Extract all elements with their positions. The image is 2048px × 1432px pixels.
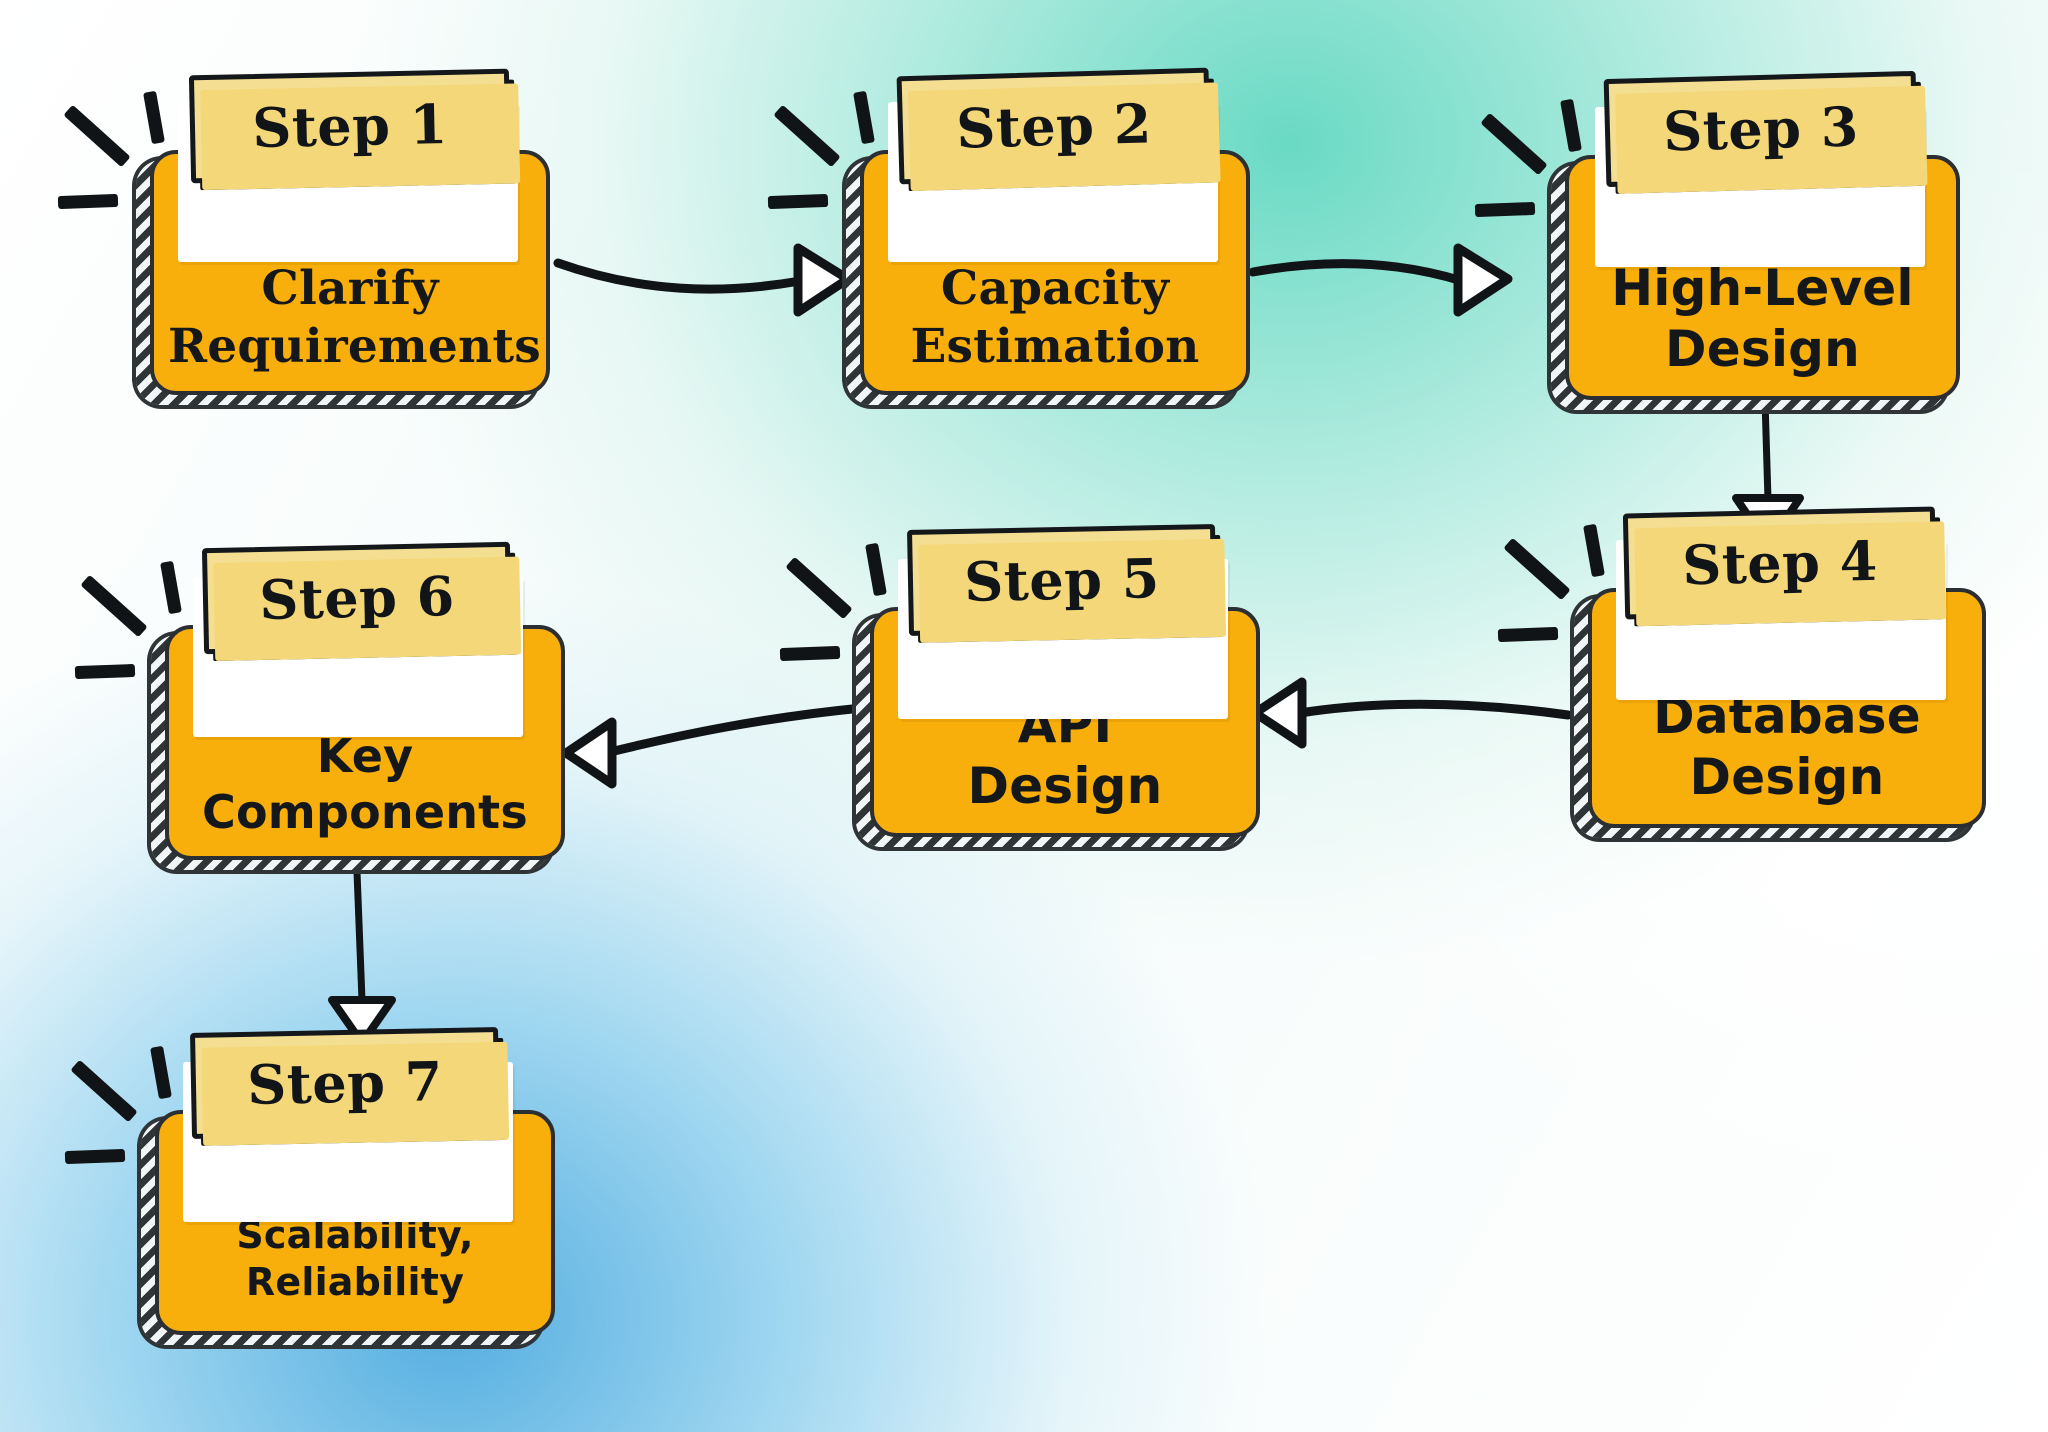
node-tab-label: Step 3 <box>1662 94 1860 164</box>
node-tab-label: Step 6 <box>258 563 456 633</box>
node-step5[interactable]: API Design Step 5 <box>779 524 1260 847</box>
node-tab[interactable]: Step 5 <box>907 524 1227 643</box>
node-step7[interactable]: Address Key Issues: Scalability, Reliabi… <box>64 1027 555 1345</box>
node-tab[interactable]: Step 4 <box>1622 506 1947 627</box>
node-body-line1: Capacity <box>940 261 1170 317</box>
node-body-line2: Design <box>967 757 1163 815</box>
node-step4[interactable]: Database Design Step 4 <box>1497 506 1986 838</box>
node-tab[interactable]: Step 6 <box>201 541 522 661</box>
edge-step6-step7 <box>328 868 396 1047</box>
node-step1[interactable]: Clarify Requirements Step 1 <box>57 68 550 405</box>
node-step2[interactable]: Capacity Estimation Step 2 <box>767 67 1250 405</box>
node-tab-label: Step 4 <box>1681 528 1879 598</box>
node-step3[interactable]: High-Level Design Step 3 <box>1474 70 1960 410</box>
node-tab-label: Step 2 <box>955 91 1153 161</box>
sparkle-icon <box>69 555 219 705</box>
node-body-line2: Requirements <box>168 318 541 374</box>
node-body: Capacity Estimation <box>864 260 1246 391</box>
node-tab[interactable]: Step 3 <box>1603 70 1928 194</box>
node-body: High-Level Design <box>1569 258 1956 396</box>
sparkle-icon <box>774 537 924 687</box>
node-body-line2: Key Components <box>202 728 528 839</box>
node-body-line1: Clarify <box>261 261 439 317</box>
node-tab[interactable]: Step 1 <box>188 68 521 191</box>
edge-step2-step3 <box>1248 243 1513 317</box>
node-tab-label: Step 5 <box>963 546 1161 614</box>
sparkle-icon <box>52 85 202 235</box>
sparkle-icon <box>59 1040 209 1190</box>
node-body: Clarify Requirements <box>154 260 546 391</box>
sparkle-icon <box>1469 93 1619 243</box>
node-body-line2: Scalability, Reliability <box>236 1213 474 1304</box>
sparkle-icon <box>762 85 912 235</box>
node-body: Database Design <box>1592 686 1982 824</box>
edge-step1-step2 <box>553 243 853 317</box>
edge-step5-step6 <box>561 703 867 789</box>
node-tab-label: Step 7 <box>246 1049 444 1117</box>
node-body-line1: High-Level <box>1611 259 1914 317</box>
node-tab[interactable]: Step 2 <box>896 67 1221 192</box>
node-tab-label: Step 1 <box>251 91 449 161</box>
node-body-line2: Design <box>1665 320 1860 378</box>
node-body-line2: Estimation <box>910 318 1200 374</box>
node-tab[interactable]: Step 7 <box>190 1027 510 1146</box>
sparkle-icon <box>1492 518 1642 668</box>
node-body-line2: Design <box>1689 748 1885 806</box>
edge-step4-step5 <box>1250 677 1573 749</box>
node-step6[interactable]: Dive into Key Components Step 6 <box>74 541 565 870</box>
